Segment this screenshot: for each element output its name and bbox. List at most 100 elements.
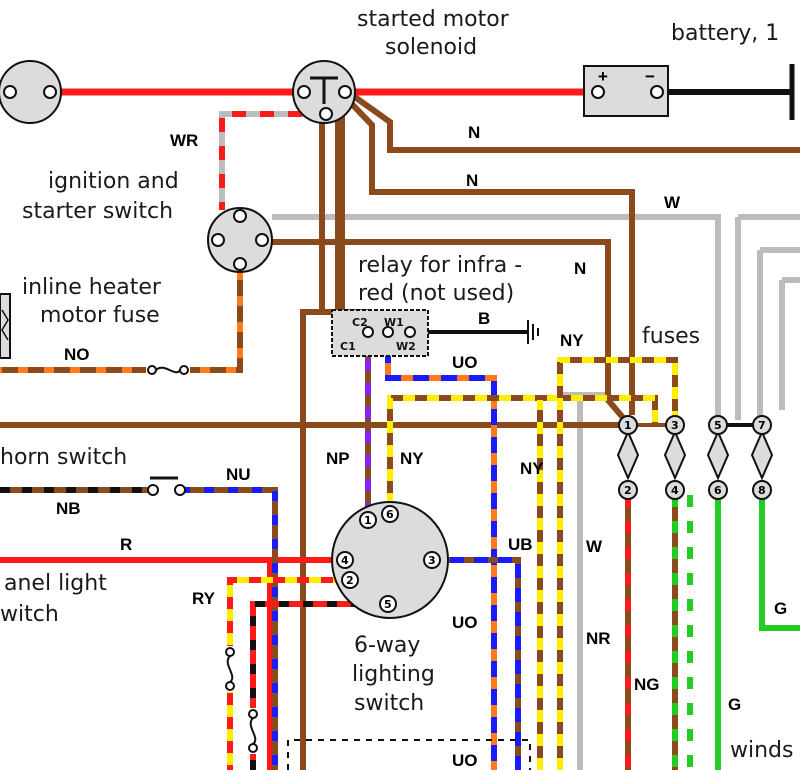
earth-symbol <box>527 320 539 344</box>
code-r: R <box>120 535 132 554</box>
label-panel-switch-2: witch <box>0 602 59 627</box>
code-nr: NR <box>586 629 611 648</box>
code-w: W <box>664 193 681 212</box>
svg-text:6: 6 <box>386 508 394 521</box>
code-n2: N <box>466 171 478 190</box>
wire-code-labels: WR N N W N NO B NY UO NP NY NU NY NB R U… <box>56 123 787 770</box>
switch-terminal-5: 5 <box>379 595 397 613</box>
code-ry: RY <box>192 589 216 608</box>
wire-wr-stripe <box>219 111 330 210</box>
fuse-terminal-3: 3 <box>671 419 679 432</box>
code-no: NO <box>64 345 90 364</box>
component-labels: started motor solenoid battery, 1 igniti… <box>0 7 793 763</box>
code-b: B <box>478 309 490 328</box>
relay-term-w1: W1 <box>384 316 404 329</box>
label-heater-fuse-2: motor fuse <box>40 303 160 328</box>
inline-fuse-rb <box>245 708 261 754</box>
code-w2: W <box>586 537 603 556</box>
code-uo2: UO <box>452 613 478 632</box>
svg-text:3: 3 <box>428 554 436 567</box>
left-component <box>0 60 62 124</box>
label-lighting-1: 6-way <box>354 633 420 658</box>
code-nb: NB <box>56 499 81 518</box>
inline-fuse <box>146 362 190 378</box>
code-g1: G <box>774 599 787 618</box>
label-battery: battery, 1 <box>671 21 779 46</box>
fuse-terminal-8: 8 <box>758 484 766 497</box>
code-ub: UB <box>508 535 533 554</box>
label-fuses: fuses <box>642 324 700 349</box>
code-ny3: NY <box>520 459 544 478</box>
battery: + − <box>583 65 669 117</box>
wire-w-grey <box>272 214 800 770</box>
code-ny2: NY <box>400 449 424 468</box>
fuse-terminal-1: 1 <box>624 419 632 432</box>
fuse-terminal-5: 5 <box>714 419 722 432</box>
wire-uo-stripe <box>385 335 497 770</box>
label-horn-switch: horn switch <box>0 445 127 470</box>
label-winds: winds <box>730 738 793 763</box>
label-panel-switch-1: anel light <box>4 571 107 596</box>
relay-term-c1: C1 <box>340 340 356 353</box>
code-uo1: UO <box>452 353 478 372</box>
fuse-5-6: 5 6 <box>706 415 730 500</box>
heater-fuse-holder <box>0 293 11 359</box>
wire-no-stripe <box>0 270 243 373</box>
fuse-terminal-6: 6 <box>714 484 722 497</box>
lighting-switch: 1 6 4 3 2 5 <box>331 501 449 619</box>
code-nu: NU <box>226 465 251 484</box>
svg-text:5: 5 <box>384 598 392 611</box>
code-wr: WR <box>170 131 198 150</box>
switch-terminal-2: 2 <box>341 571 359 589</box>
relay: C2 W1 C1 W2 <box>331 309 429 357</box>
code-np: NP <box>326 449 350 468</box>
wire-ry-stripe <box>227 577 345 770</box>
label-solenoid-1: started motor <box>357 7 510 32</box>
fuse-7-8: 7 8 <box>750 415 774 500</box>
battery-plus: + <box>598 67 608 86</box>
battery-minus: − <box>645 67 655 86</box>
label-lighting-3: switch <box>354 691 424 716</box>
fuse-terminal-7: 7 <box>758 419 766 432</box>
wire-nu-stripe <box>180 487 278 770</box>
label-relay-1: relay for infra - <box>358 253 522 278</box>
fuse-terminal-2: 2 <box>624 484 632 497</box>
code-ng: NG <box>634 675 660 694</box>
code-n3: N <box>574 259 586 278</box>
label-ignition-1: ignition and <box>48 169 179 194</box>
wire-wr <box>219 111 330 210</box>
label-heater-fuse-1: inline heater <box>22 275 162 300</box>
code-n1: N <box>468 123 480 142</box>
svg-text:2: 2 <box>346 574 354 587</box>
label-relay-2: red (not used) <box>358 281 514 306</box>
fuse-block: 1 2 3 4 5 6 7 8 <box>616 415 774 500</box>
fuse-3-4: 3 4 <box>663 415 687 500</box>
relay-term-w2: W2 <box>396 340 416 353</box>
label-ignition-2: starter switch <box>22 199 173 224</box>
switch-terminal-6: 6 <box>381 505 399 523</box>
relay-term-c2: C2 <box>352 316 368 329</box>
label-solenoid-2: solenoid <box>385 35 477 60</box>
dashed-box <box>287 739 531 770</box>
horn-switch <box>147 476 186 496</box>
wire-ny <box>387 395 658 505</box>
fuse-1-2: 1 2 <box>616 415 640 500</box>
code-ny1: NY <box>560 331 584 350</box>
svg-text:1: 1 <box>364 514 372 527</box>
switch-terminal-4: 4 <box>336 551 354 569</box>
wire-ny-stripe <box>387 395 658 505</box>
wire-ub <box>440 557 521 770</box>
solenoid <box>292 60 356 124</box>
ignition-switch <box>207 207 273 273</box>
inline-fuse-ry <box>222 646 238 692</box>
wire-ny-2-stripe <box>557 357 678 770</box>
code-g2: G <box>728 695 741 714</box>
code-uo3: UO <box>452 751 478 770</box>
label-lighting-2: lighting <box>352 662 435 687</box>
switch-terminal-1: 1 <box>359 511 377 529</box>
switch-terminal-3: 3 <box>423 551 441 569</box>
svg-text:4: 4 <box>341 554 349 567</box>
wires <box>0 64 800 770</box>
wire-ub-stripe <box>440 557 521 770</box>
